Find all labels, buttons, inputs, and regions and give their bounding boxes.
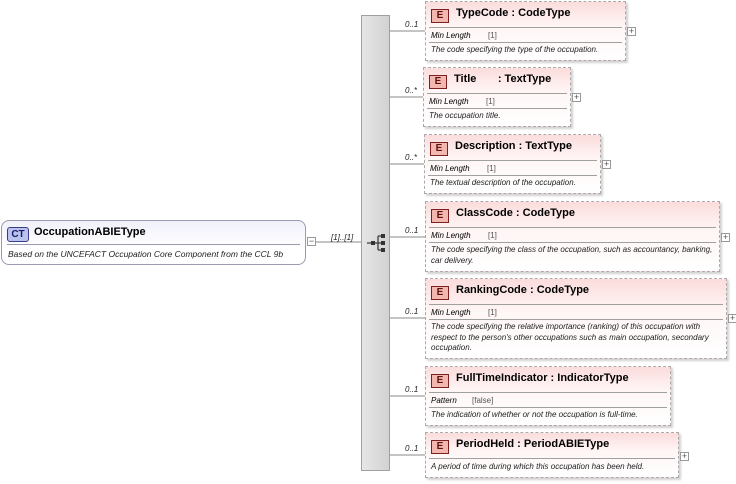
element-title[interactable]: E Title : TextType Min Length [1] The oc…	[423, 67, 571, 127]
element-facet-value: [false]	[472, 396, 494, 405]
element-rankingcode[interactable]: E RankingCode : CodeType Min Length [1] …	[425, 278, 727, 359]
complex-type-badge: CT	[7, 227, 29, 242]
element-classcode[interactable]: E ClassCode : CodeType Min Length [1] Th…	[425, 201, 720, 272]
divider	[429, 392, 667, 393]
element-name: Title : TextType	[454, 73, 552, 85]
element-facet-value: [1]	[488, 308, 497, 317]
complex-type-box[interactable]: CT OccupationABIEType Based on the UNCEF…	[1, 220, 306, 265]
divider	[7, 244, 300, 245]
divider	[428, 160, 597, 161]
divider	[429, 407, 667, 408]
element-badge: E	[431, 374, 449, 388]
expand-toggle-icon[interactable]: +	[721, 232, 730, 242]
element-cardinality: 0..1	[405, 444, 419, 453]
element-fulltimeindicator[interactable]: E FullTimeIndicator : IndicatorType Patt…	[425, 366, 671, 426]
divider	[429, 27, 622, 28]
element-doc: The code specifying the class of the occ…	[431, 245, 713, 265]
sequence-cardinality: [1]..[1]	[331, 233, 354, 242]
element-facet: Min Length	[430, 164, 470, 173]
element-name: ClassCode : CodeType	[456, 207, 575, 219]
expand-toggle-icon[interactable]: +	[728, 313, 736, 323]
expand-toggle-icon[interactable]: +	[627, 26, 636, 36]
element-cardinality: 0..1	[405, 20, 419, 29]
element-doc: The code specifying the relative importa…	[431, 322, 709, 352]
sequence-icon	[367, 234, 385, 252]
element-facet-value: [1]	[488, 231, 497, 240]
divider	[427, 108, 567, 109]
element-cardinality: 0..*	[405, 86, 418, 95]
expand-toggle-icon[interactable]: +	[680, 451, 689, 461]
complex-type-name: OccupationABIEType	[34, 226, 146, 238]
divider	[429, 242, 716, 243]
element-name: PeriodHeld : PeriodABIEType	[456, 438, 610, 450]
element-facet-value: [1]	[487, 164, 496, 173]
element-description[interactable]: E Description : TextType Min Length [1] …	[424, 134, 601, 194]
element-badge: E	[431, 209, 449, 223]
element-facet: Min Length	[431, 231, 471, 240]
element-facet: Min Length	[431, 308, 471, 317]
element-doc: A period of time during which this occup…	[431, 462, 645, 471]
divider	[428, 175, 597, 176]
element-name: Description : TextType	[455, 140, 572, 152]
element-badge: E	[430, 142, 448, 156]
element-facet-value: [1]	[488, 31, 497, 40]
element-doc: The indication of whether or not the occ…	[431, 410, 638, 419]
divider	[427, 93, 567, 94]
element-cardinality: 0..*	[405, 153, 418, 162]
element-badge: E	[429, 75, 447, 89]
element-badge: E	[431, 286, 449, 300]
element-cardinality: 0..1	[405, 307, 419, 316]
divider	[429, 458, 675, 459]
divider	[429, 42, 622, 43]
element-name: TypeCode : CodeType	[456, 7, 571, 19]
element-badge: E	[431, 440, 449, 454]
expand-toggle-icon[interactable]: +	[602, 159, 611, 169]
collapse-toggle-icon[interactable]: −	[307, 236, 316, 246]
element-name: FullTimeIndicator : IndicatorType	[456, 372, 629, 384]
element-name: RankingCode : CodeType	[456, 284, 590, 296]
element-facet: Min Length	[429, 97, 469, 106]
expand-toggle-icon[interactable]: +	[572, 92, 581, 102]
element-cardinality: 0..1	[405, 226, 419, 235]
element-badge: E	[431, 9, 449, 23]
element-facet: Pattern	[431, 396, 457, 405]
element-doc: The textual description of the occupatio…	[430, 178, 576, 187]
element-periodheld[interactable]: E PeriodHeld : PeriodABIEType A period o…	[425, 432, 679, 478]
divider	[429, 304, 723, 305]
element-facet-value: [1]	[486, 97, 495, 106]
divider	[429, 227, 716, 228]
divider	[429, 319, 723, 320]
element-cardinality: 0..1	[405, 385, 419, 394]
element-doc: The occupation title.	[429, 111, 501, 120]
complex-type-doc: Based on the UNCEFACT Occupation Core Co…	[8, 249, 284, 259]
element-facet: Min Length	[431, 31, 471, 40]
element-doc: The code specifying the type of the occu…	[431, 45, 599, 54]
element-typecode[interactable]: E TypeCode : CodeType Min Length [1] The…	[425, 1, 626, 61]
